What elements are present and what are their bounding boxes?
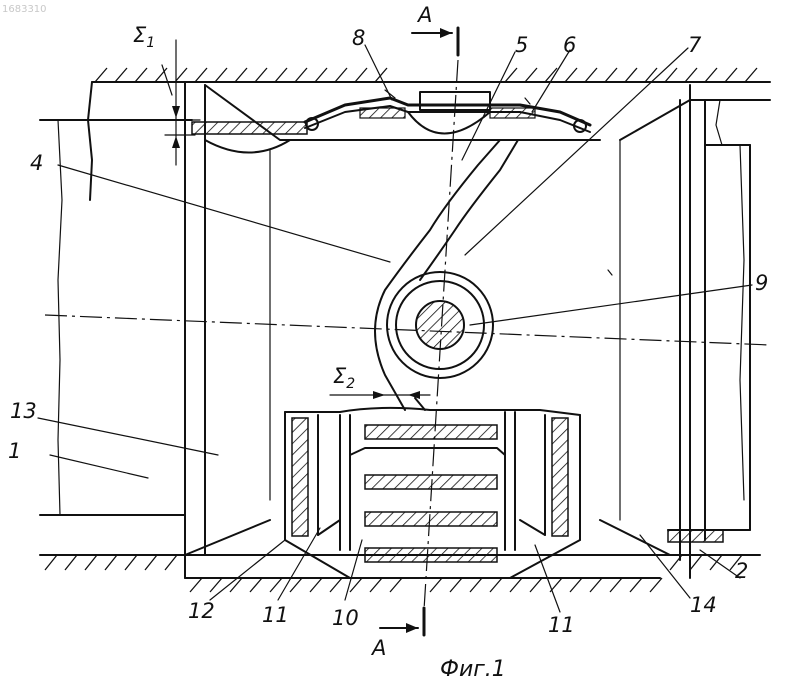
pivot-bearing — [387, 272, 493, 378]
svg-text:Σ1: Σ1 — [133, 23, 155, 51]
callout-5: 5 — [515, 33, 528, 57]
callout-9: 9 — [755, 271, 768, 295]
callout-10: 10 — [332, 606, 359, 630]
doc-number: 1683310 — [2, 4, 47, 15]
sigma1-sub: 1 — [146, 35, 155, 51]
lower-chamber — [285, 408, 580, 578]
callout-4: 4 — [30, 151, 43, 175]
top-membrane — [305, 90, 590, 134]
figure-caption: Фиг.1 — [440, 657, 506, 682]
callout-1: 1 — [8, 439, 21, 463]
callout-8: 8 — [352, 26, 365, 50]
sigma1-base: Σ — [133, 23, 147, 47]
right-pipe — [668, 100, 770, 542]
section-label-bottom: A — [370, 636, 386, 660]
callout-14: 14 — [690, 593, 717, 617]
horizontal-centerline — [45, 315, 770, 345]
section-mark-bottom: A — [370, 608, 424, 660]
callout-11a: 11 — [262, 603, 289, 627]
left-seal-plate — [192, 122, 307, 153]
sigma2-base: Σ — [333, 364, 347, 388]
callout-6: 6 — [563, 33, 576, 57]
leader-lines — [38, 45, 752, 612]
svg-text:Σ2: Σ2 — [333, 364, 355, 392]
left-pipe — [40, 82, 192, 578]
gap-sigma1: Σ1 — [133, 23, 200, 165]
section-label-top: A — [416, 3, 432, 27]
callout-2: 2 — [735, 559, 748, 583]
sigma2-sub: 2 — [346, 376, 355, 392]
callout-12: 12 — [188, 599, 215, 623]
section-mark-top: A — [412, 3, 458, 55]
callout-11b: 11 — [548, 613, 575, 637]
gap-sigma2: Σ2 — [330, 364, 430, 399]
callout-7: 7 — [688, 33, 702, 57]
top-wall — [92, 68, 770, 82]
callout-13: 13 — [10, 399, 37, 423]
